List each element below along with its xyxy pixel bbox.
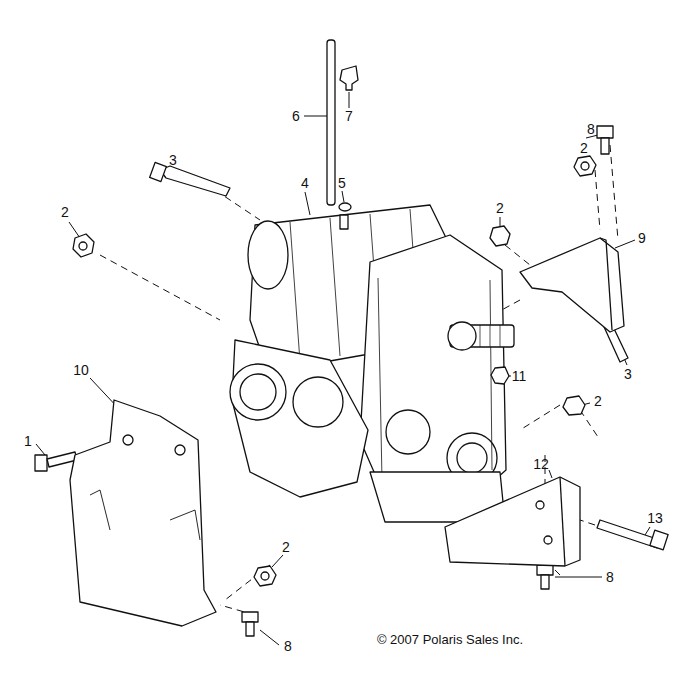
callout-number: 2 [496, 201, 504, 215]
callout-number: 5 [338, 176, 346, 190]
small-parts [327, 40, 358, 211]
callout-number: 12 [533, 457, 549, 471]
callout-number: 10 [73, 363, 89, 377]
leader-lines [36, 92, 650, 645]
callout-number: 9 [638, 231, 646, 245]
callout-number: 11 [512, 369, 527, 383]
callout-number: 8 [587, 122, 595, 136]
brackets [70, 238, 624, 626]
callout-number: 4 [301, 176, 309, 190]
transmission [230, 205, 514, 522]
callout-number: 2 [580, 141, 588, 155]
callout-number: 2 [61, 205, 69, 219]
callout-number: 2 [282, 540, 290, 554]
callout-number: 3 [169, 153, 177, 167]
callout-number: 8 [284, 639, 292, 653]
fasteners [35, 126, 668, 636]
callout-number: 2 [594, 394, 602, 408]
callout-number: 1 [24, 434, 32, 448]
callout-number: 3 [624, 367, 632, 381]
callout-number: 7 [345, 109, 353, 123]
callout-number: 8 [606, 570, 614, 584]
copyright-note: © 2007 Polaris Sales Inc. [377, 633, 523, 646]
callout-number: 13 [647, 511, 663, 525]
callout-number: 6 [292, 109, 300, 123]
